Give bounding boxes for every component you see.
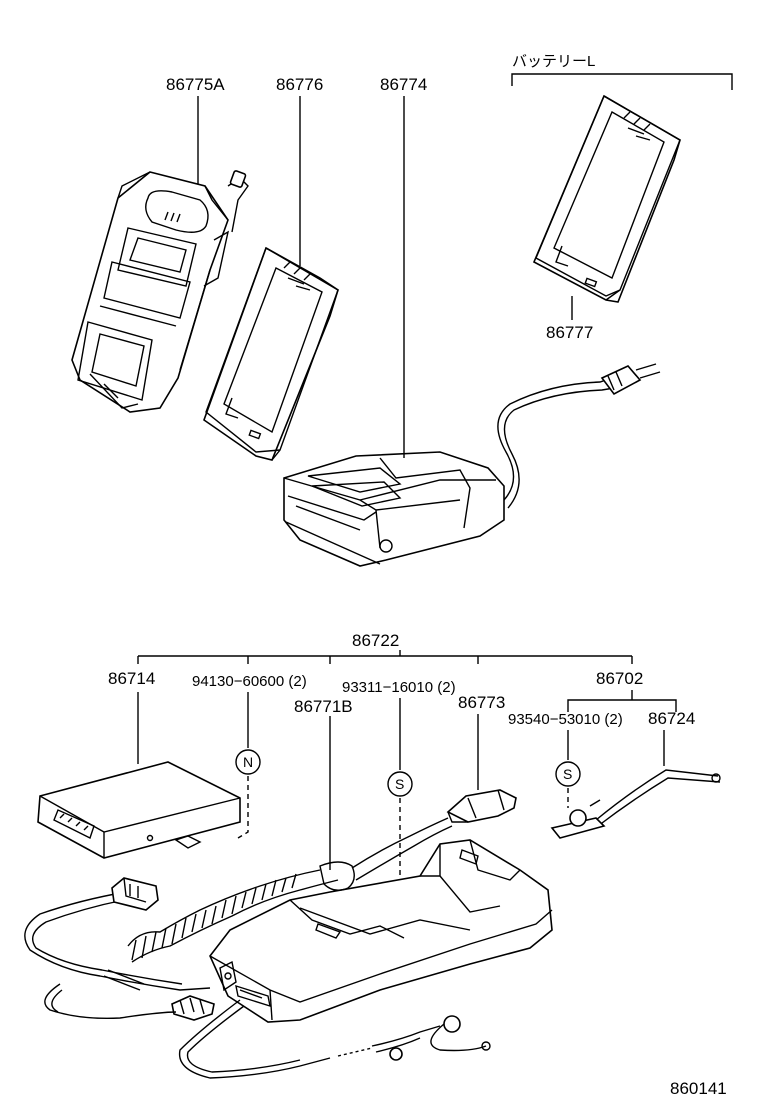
- curl-cord[interactable]: [127, 817, 453, 963]
- charger-86774[interactable]: [283, 363, 661, 567]
- group-bracket-battery-L: [511, 73, 733, 90]
- screw-symbol-2-letter: S: [563, 766, 572, 782]
- nut-symbol: N: [235, 749, 261, 839]
- label-86777: 86777: [546, 323, 593, 342]
- label-93311-16010: 93311−16010 (2): [342, 679, 456, 696]
- screw-symbol-1-letter: S: [395, 776, 404, 792]
- screw-symbol-1: S: [387, 771, 413, 880]
- label-battery-group: バッテリーL: [512, 53, 595, 70]
- label-94130-60600: 94130−60600 (2): [192, 673, 307, 690]
- antenna-lead-86724[interactable]: [550, 769, 721, 839]
- battery-86777[interactable]: [532, 94, 681, 303]
- nut-symbol-letter: N: [243, 754, 253, 770]
- figure-number: 860141: [670, 1079, 727, 1098]
- label-86722: 86722: [352, 631, 399, 650]
- label-93540-53010: 93540−53010 (2): [508, 711, 623, 728]
- label-86724: 86724: [648, 709, 695, 728]
- handset-86775A[interactable]: [71, 170, 249, 413]
- group-bracket-86702: [567, 699, 677, 712]
- wiring-harness[interactable]: [24, 877, 491, 1079]
- transceiver-unit-86714[interactable]: [37, 761, 241, 859]
- cradle-hanger-86771B[interactable]: [209, 839, 553, 1023]
- screw-symbol-2: S: [555, 761, 581, 808]
- label-86771B: 86771B: [294, 697, 353, 716]
- battery-86776[interactable]: [203, 246, 339, 461]
- label-86702: 86702: [596, 669, 643, 688]
- label-86773: 86773: [458, 693, 505, 712]
- label-86776: 86776: [276, 75, 323, 94]
- label-86774: 86774: [380, 75, 427, 94]
- connector-86773[interactable]: [446, 789, 517, 823]
- label-86714: 86714: [108, 669, 155, 688]
- label-86775A: 86775A: [166, 75, 225, 94]
